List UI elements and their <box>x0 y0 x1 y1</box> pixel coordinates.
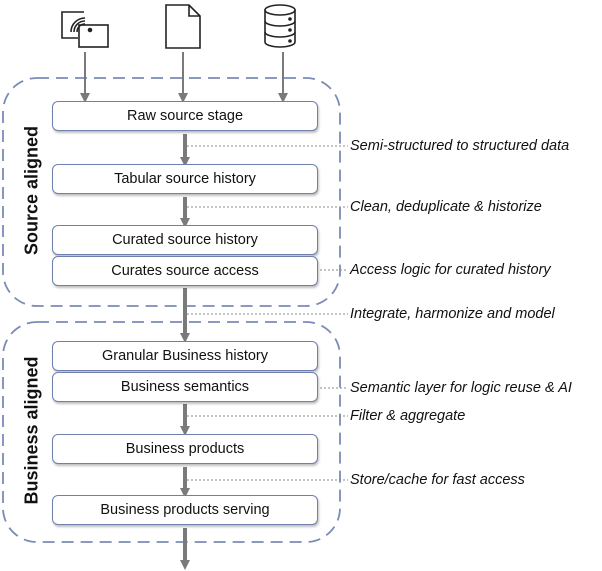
document-icon <box>165 4 201 49</box>
business-aligned-label: Business aligned <box>21 356 42 505</box>
stage-business-products: Business products <box>52 434 318 464</box>
stage-tabular-source-history: Tabular source history <box>52 164 318 194</box>
stage-raw-source-stage: Raw source stage <box>52 101 318 131</box>
annotation-integrate: Integrate, harmonize and model <box>350 306 555 322</box>
annotation-filter-aggregate: Filter & aggregate <box>350 408 466 424</box>
annotation-semi-structured: Semi-structured to structured data <box>350 138 570 154</box>
annotation-access-logic: Access logic for curated history <box>350 262 551 278</box>
database-icon <box>264 4 296 48</box>
stage-business-semantics: Business semantics <box>52 372 318 402</box>
annotation-semantic-layer: Semantic layer for logic reuse & AI <box>350 380 572 396</box>
stage-curated-source-history: Curated source history <box>52 225 318 255</box>
annotation-store-cache: Store/cache for fast access <box>350 472 525 488</box>
source-aligned-label: Source aligned <box>21 125 42 256</box>
stage-granular-business-history: Granular Business history <box>52 341 318 371</box>
stage-business-products-serving: Business products serving <box>52 495 318 525</box>
source-aligned-container <box>2 77 341 307</box>
stage-curates-source-access: Curates source access <box>52 256 318 286</box>
wireless-device-icon <box>61 11 109 48</box>
business-aligned-container <box>2 321 341 543</box>
annotation-clean-dedup: Clean, deduplicate & historize <box>350 199 542 215</box>
